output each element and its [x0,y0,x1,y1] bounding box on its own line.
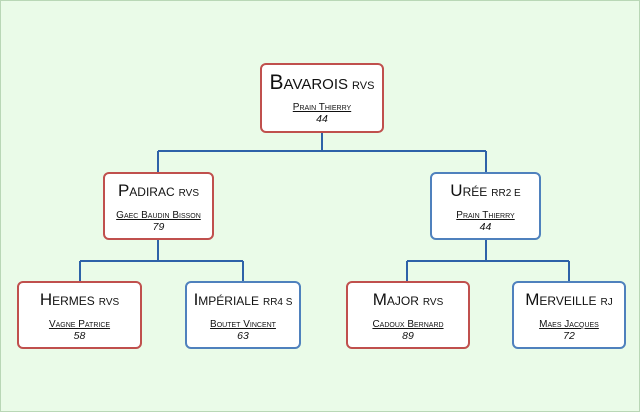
node-owner: Gaec Baudin Bisson [116,209,201,221]
node-owner: Maes Jacques [539,318,599,330]
node-owner: Vagne Patrice [48,318,111,330]
node-score: 72 [563,329,575,342]
node-score: 44 [316,113,328,126]
node-score: 44 [479,220,492,233]
node-score: 79 [152,220,165,233]
node-owner: Boutet Vincent [210,318,276,330]
node-owner: Prain Thierry [456,209,515,221]
node-score: 89 [402,329,414,342]
node-score: 63 [237,329,249,342]
node-owner: Prain Thierry [292,102,352,114]
node-score: 58 [73,329,86,342]
node-owner: Cadoux Bernard [372,318,444,330]
